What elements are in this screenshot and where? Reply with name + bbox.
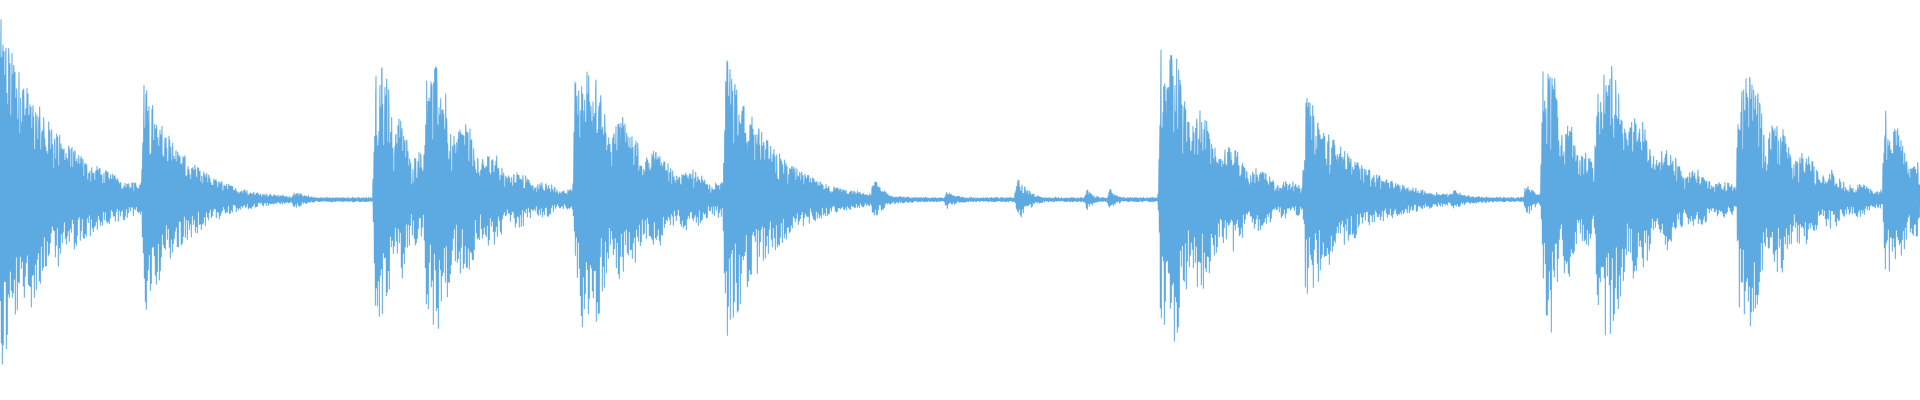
waveform-trace — [0, 19, 1920, 365]
